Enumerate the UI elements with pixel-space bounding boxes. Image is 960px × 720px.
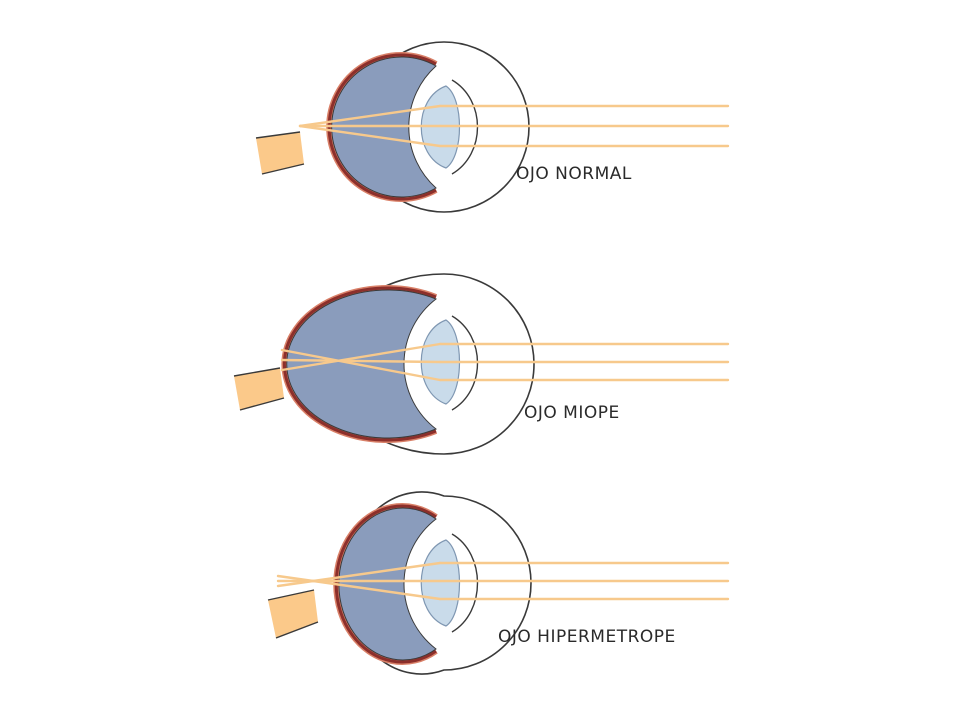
label-myopic-eye: OJO MIOPE bbox=[524, 403, 620, 423]
label-hyperopic-eye: OJO HIPERMETROPE bbox=[498, 627, 676, 647]
eye-myopic: OJO MIOPE bbox=[233, 273, 730, 455]
retina bbox=[282, 286, 437, 442]
light-rays bbox=[298, 104, 730, 148]
optic-nerve bbox=[255, 131, 305, 175]
cornea bbox=[451, 533, 479, 633]
light-rays bbox=[276, 561, 730, 601]
light-rays bbox=[280, 342, 730, 382]
optic-nerve bbox=[233, 367, 285, 411]
eye-normal: OJO NORMAL bbox=[255, 41, 730, 213]
optic-nerve bbox=[267, 589, 319, 639]
eye-hyperopic: OJO HIPERMETROPE bbox=[267, 491, 730, 675]
vitreous-body bbox=[338, 507, 437, 661]
label-normal-eye: OJO NORMAL bbox=[516, 164, 632, 184]
